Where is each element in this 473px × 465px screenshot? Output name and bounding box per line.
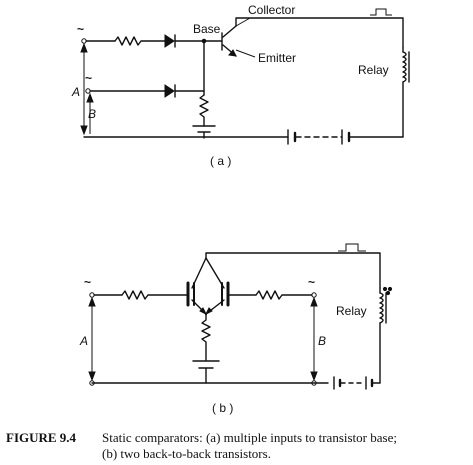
sublabel-b: ( b ) bbox=[212, 401, 233, 415]
resistor-b-emitter bbox=[201, 313, 211, 361]
pointer-collector bbox=[235, 17, 251, 27]
relay-coil-b bbox=[379, 286, 393, 384]
supply-battery-b bbox=[333, 376, 374, 390]
diode-top bbox=[164, 34, 176, 48]
bias-battery-b bbox=[192, 360, 220, 384]
ac-symbol-1: ~ bbox=[77, 22, 84, 36]
bias-battery bbox=[192, 125, 216, 139]
label-base: Base bbox=[193, 22, 221, 36]
label-input-a: A bbox=[71, 85, 80, 99]
caption-line-2: (b) two back-to-back transistors. bbox=[102, 446, 271, 461]
supply-battery-a bbox=[287, 129, 351, 145]
caption-line-1: Static comparators: (a) multiple inputs … bbox=[102, 430, 397, 445]
pulse-symbol-a bbox=[370, 8, 392, 16]
transistor-left bbox=[186, 281, 195, 307]
ac-symbol-2: ~ bbox=[85, 71, 92, 85]
label-relay-b: Relay bbox=[336, 304, 367, 318]
label-input-b: B bbox=[88, 107, 96, 121]
label-relay-a: Relay bbox=[358, 63, 389, 77]
ac-symbol-b-right: ~ bbox=[308, 275, 315, 289]
caption-figure-number: FIGURE 9.4 bbox=[6, 430, 77, 445]
label-b-input-a: A bbox=[79, 334, 88, 348]
top-wire-b bbox=[205, 252, 381, 289]
transistor-a bbox=[221, 25, 237, 57]
diagram-a: ~ ~ Base Collector Emitter bbox=[71, 3, 410, 168]
diagram-b: ~ ~ Relay bbox=[79, 243, 393, 415]
resistor-base bbox=[199, 94, 209, 127]
transistor-right bbox=[221, 281, 230, 307]
pulse-symbol-b bbox=[338, 243, 366, 252]
pointer-emitter bbox=[235, 49, 256, 58]
relay-coil-a bbox=[402, 47, 410, 138]
label-emitter: Emitter bbox=[258, 51, 296, 65]
collector-wire bbox=[235, 17, 404, 49]
diode-mid bbox=[164, 84, 176, 98]
resistor-b-right bbox=[255, 290, 313, 300]
resistor-top bbox=[114, 36, 166, 46]
ac-symbol-b-left: ~ bbox=[84, 275, 91, 289]
figure-caption: FIGURE 9.4 Static comparators: (a) multi… bbox=[6, 430, 397, 461]
sublabel-a: ( a ) bbox=[210, 154, 231, 168]
label-collector: Collector bbox=[248, 3, 295, 17]
label-b-input-b: B bbox=[318, 334, 326, 348]
resistor-b-left bbox=[121, 290, 189, 300]
